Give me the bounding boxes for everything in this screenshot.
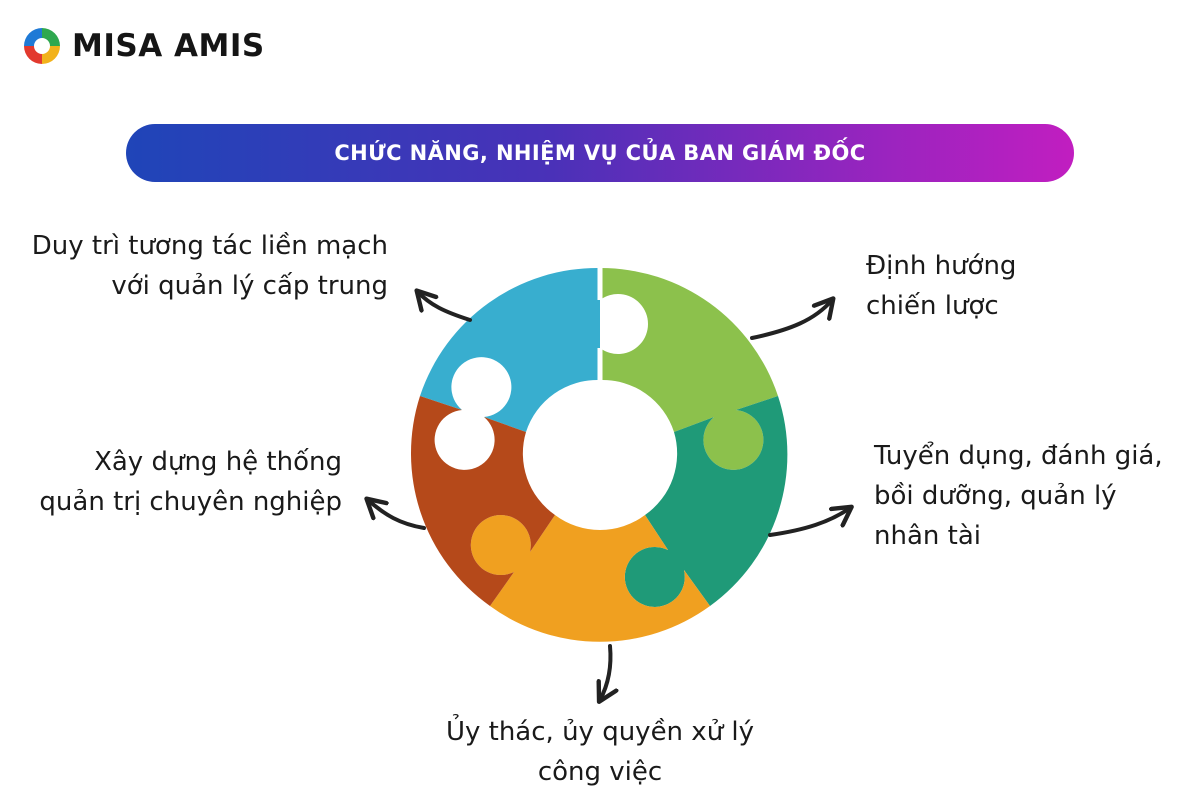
label-delegation: Ủy thác, ủy quyền xử lý công việc	[445, 717, 755, 787]
arrow-system	[368, 500, 426, 530]
puzzle-piece-interaction	[420, 267, 600, 432]
puzzle-piece-delegation	[470, 515, 710, 642]
arrow-delegation	[600, 644, 611, 700]
page-title: CHỨC NĂNG, NHIỆM VỤ CỦA BAN GIÁM ĐỐC	[334, 141, 866, 165]
label-strategy: Định hướng chiến lược	[866, 251, 1017, 321]
label-system: Xây dựng hệ thống quản trị chuyên nghiệp	[39, 447, 342, 517]
puzzle-piece-strategy	[600, 267, 778, 470]
misa-amis-logo-icon	[24, 28, 60, 64]
puzzle-piece-talent	[624, 396, 788, 607]
brand-logo: MISA AMIS	[22, 26, 265, 66]
label-talent: Tuyển dụng, đánh giá, bồi dưỡng, quản lý…	[874, 441, 1163, 551]
arrow-interaction	[418, 292, 472, 322]
arrow-talent	[768, 508, 850, 537]
label-interaction: Duy trì tương tác liền mạch với quản lý …	[31, 231, 388, 301]
brand-name: MISA AMIS	[72, 28, 265, 64]
title-banner: CHỨC NĂNG, NHIỆM VỤ CỦA BAN GIÁM ĐỐC	[126, 124, 1074, 182]
puzzle-piece-system	[410, 396, 555, 606]
arrow-strategy	[750, 300, 832, 340]
